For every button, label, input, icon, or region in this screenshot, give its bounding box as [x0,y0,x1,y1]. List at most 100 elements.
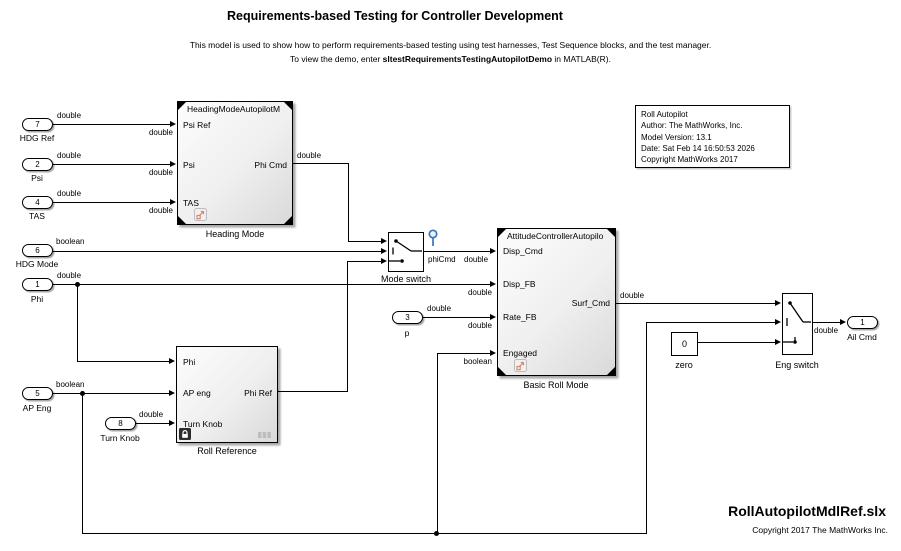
arrowhead [490,350,496,356]
signal-line-hdgref[interactable] [53,124,170,126]
model-block-corner [606,366,616,376]
inport-number: 2 [35,160,40,169]
signal-line-turnknob[interactable] [135,423,169,425]
signal-dtype: double [467,288,492,297]
inport-hdg-ref[interactable]: 7 [22,118,53,131]
inport-label-hdg-ref: HDG Ref [19,133,55,143]
block-port-label: Engaged [503,348,538,358]
inport-number: 4 [35,198,40,207]
signal-line-phiref-c[interactable] [347,261,381,263]
model-block-corner [497,228,507,238]
block-eng-switch[interactable] [782,293,813,355]
harness-badge-icon [258,432,271,438]
signal-dtype: double [57,111,82,120]
block-basic-roll-mode[interactable]: AttitudeControllerAutopilo Disp_Cmd Disp… [497,228,616,376]
signal-line-phi[interactable] [53,284,490,286]
inport-label-hdg-mode: HDG Mode [15,259,59,269]
arrowhead [840,319,846,325]
model-block-corner [177,215,187,225]
inport-number: 7 [35,120,40,129]
signal-dtype: double [297,151,322,160]
arrowhead [381,238,387,244]
lock-badge-icon [179,428,191,440]
signal-dtype: double [464,255,489,264]
model-reference-badge-icon [514,359,527,372]
model-description-line2: To view the demo, enter sltestRequiremen… [0,54,901,64]
model-block-corner [606,228,616,238]
block-heading-mode[interactable]: HeadingModeAutopilotM Psi Ref Psi TAS Ph… [177,101,293,225]
arrowhead [169,390,175,396]
signal-line-engswitch-riser[interactable] [646,322,648,534]
signal-dtype: double [57,189,82,198]
inport-p[interactable]: 3 [392,311,423,324]
block-mode-switch[interactable] [388,232,424,272]
description-line2-command: sltestRequirementsTestingAutopilotDemo [382,54,553,64]
block-port-label: Disp_FB [503,279,536,289]
signal-line-zero[interactable] [698,342,775,344]
signal-dtype: double [139,410,164,419]
outport-label-ail-cmd: Ail Cmd [847,332,877,342]
signal-line-tas[interactable] [53,202,170,204]
signal-line-phiref-b[interactable] [347,261,349,392]
annotation-line: Roll Autopilot [641,110,688,119]
outport-ail-cmd[interactable]: 1 [847,316,878,329]
switch-glyph-icon [389,239,422,263]
signal-line-ailcmd[interactable] [813,322,840,324]
branch-point [75,282,80,287]
signal-line-phiref-a[interactable] [278,391,347,393]
signal-line-phicmd-out[interactable] [424,251,490,253]
block-zero-constant[interactable]: 0 [671,332,698,356]
model-block-corner [497,366,507,376]
block-port-label: Psi [183,160,195,170]
signal-line-phi-to-rollref[interactable] [77,361,169,363]
annotation-line: Model Version: 13.1 [641,132,712,142]
model-info-annotation[interactable]: Roll Autopilot Author: The MathWorks, In… [635,105,790,168]
block-port-label: Phi Ref [244,388,272,398]
inport-phi[interactable]: 1 [22,278,53,291]
signal-line-apeng-branch[interactable] [82,393,84,534]
signal-line-p[interactable] [423,317,490,319]
inport-psi[interactable]: 2 [22,158,53,171]
model-filename: RollAutopilotMdlRef.slx [728,503,886,519]
arrowhead [775,319,781,325]
signal-line-apeng[interactable] [53,393,169,395]
model-block-corner [283,101,293,111]
inport-label-p: p [404,328,410,338]
signal-dtype: double [148,168,173,177]
block-roll-reference[interactable]: Phi AP eng Turn Knob Phi Ref [176,346,278,443]
inport-turn-knob[interactable]: 8 [105,417,136,430]
signal-line-phi-branch[interactable] [77,284,79,362]
signal-dtype: double [467,321,492,330]
block-label-heading-mode: Heading Mode [205,229,265,239]
annotation-line: Copyright MathWorks 2017 [641,155,738,165]
block-port-label: TAS [183,198,199,208]
signal-dtype: double [148,128,173,137]
inport-ap-eng[interactable]: 5 [22,387,53,400]
signal-line-hdgmode[interactable] [53,251,381,253]
inport-label-ap-eng: AP Eng [22,403,52,413]
signal-dtype: double [814,326,839,335]
signal-line-engaged[interactable] [437,353,490,355]
arrowhead [381,258,387,264]
signal-dtype: boolean [56,380,85,389]
block-port-label: Phi Cmd [254,160,287,170]
model-block-corner [283,215,293,225]
signal-line-engswitch-ctl[interactable] [646,322,775,324]
signal-line-engaged-riser[interactable] [437,353,439,534]
signal-line-psi[interactable] [53,164,170,166]
signal-line-phicmd-b[interactable] [348,163,350,242]
signal-line-surfcmd[interactable] [616,303,775,305]
inport-number: 5 [35,389,40,398]
arrowhead [775,339,781,345]
inport-label-tas: TAS [29,211,45,221]
inport-tas[interactable]: 4 [22,196,53,209]
outport-number: 1 [860,318,865,327]
block-port-label: Rate_FB [503,312,537,322]
signal-line-apeng-bottom[interactable] [82,533,646,535]
arrowhead [169,358,175,364]
signal-line-phicmd-c[interactable] [348,241,381,243]
inport-hdg-mode[interactable]: 6 [22,244,53,257]
inport-label-phi: Phi [30,294,44,304]
signal-line-phicmd-a[interactable] [293,163,348,165]
